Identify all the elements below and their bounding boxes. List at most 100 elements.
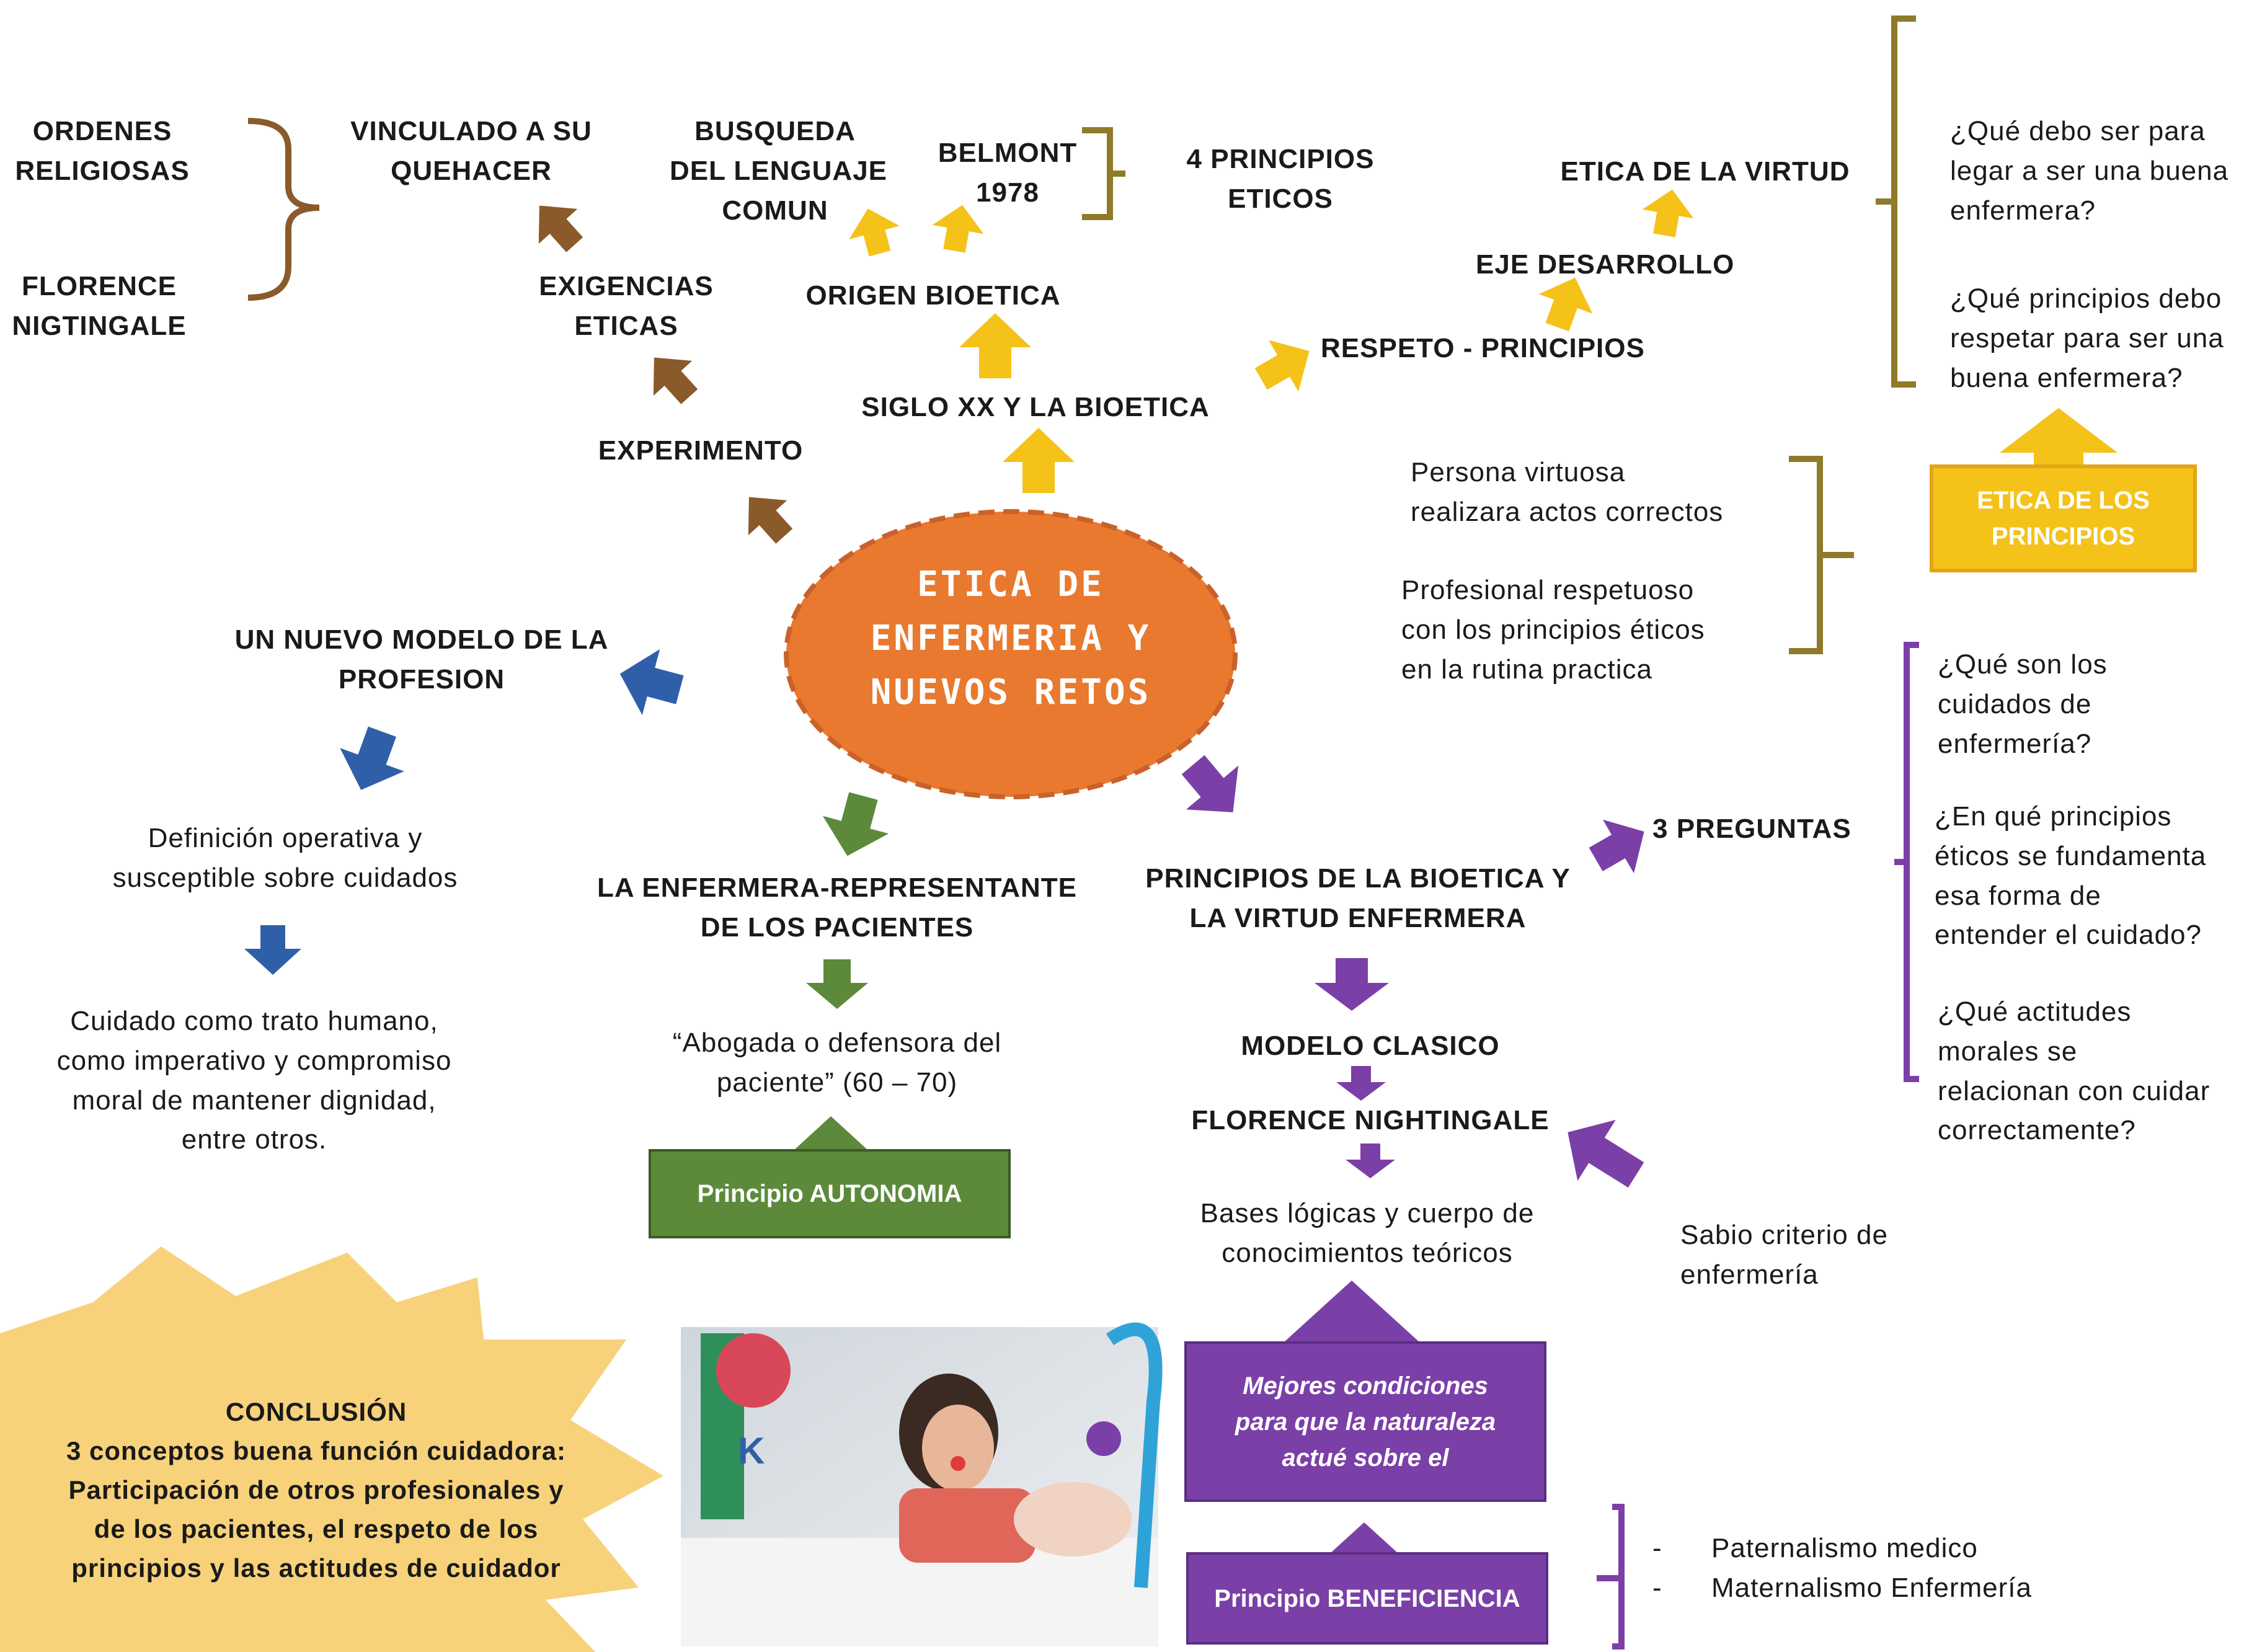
- text-line: ETICOS: [1228, 183, 1333, 214]
- text-line: VINCULADO A SU: [350, 116, 592, 146]
- etica-de-la-virtud: ETICA DE LA VIRTUD: [1550, 152, 1860, 192]
- text-line: “Abogada o defensora del: [672, 1028, 1002, 1058]
- text-line: ¿Qué actitudes: [1938, 997, 2132, 1027]
- text-line: QUEHACER: [391, 155, 552, 186]
- question-principios-respetar: ¿Qué principios debo respetar para ser u…: [1950, 279, 2235, 397]
- arrow-down-icon: [822, 792, 889, 856]
- bracket-belmont: [1082, 127, 1125, 220]
- etica-principios-box: [1930, 464, 2197, 572]
- list-item-text: Maternalismo Enfermería: [1711, 1572, 2032, 1603]
- persona-virtuosa: Persona virtuosa realizara actos correct…: [1411, 453, 1770, 532]
- origen-bioetica: ORIGEN BIOETICA: [800, 276, 1067, 316]
- florence-nightingale: FLORENCE NIGHTINGALE: [1178, 1101, 1563, 1140]
- autonomia-box: [649, 1149, 1011, 1238]
- arrow-up-left-icon: [538, 205, 583, 252]
- arrow-down-icon: [340, 726, 404, 790]
- cuatro-principios-eticos: 4 PRINCIPIOS ETICOS: [1166, 140, 1395, 219]
- text-line: morales se: [1938, 1036, 2078, 1067]
- text-line: DEL LENGUAJE: [670, 155, 888, 186]
- florence-nigtingale-top: FLORENCE NIGTINGALE: [6, 267, 192, 346]
- svg-text:K: K: [738, 1430, 765, 1472]
- purple-brackets: [1597, 642, 1919, 1650]
- text-line: 4 PRINCIPIOS: [1186, 144, 1375, 174]
- text-line: realizara actos correctos: [1411, 496, 1724, 527]
- conclusion-title: CONCLUSIÓN: [225, 1397, 407, 1426]
- text-line: PRINCIPIOS DE LA BIOETICA Y: [1145, 863, 1571, 894]
- question-actitudes-morales: ¿Qué actitudes morales se relacionan con…: [1938, 992, 2235, 1150]
- arrow-up-right-icon: [1254, 340, 1310, 392]
- text-line: conocimientos teóricos: [1222, 1237, 1513, 1268]
- text-line: BUSQUEDA: [694, 116, 856, 146]
- text-line: ¿Qué principios debo: [1950, 283, 2222, 314]
- text-line: de los pacientes, el respeto de los: [94, 1514, 539, 1543]
- question-ser-buena-enfermera: ¿Qué debo ser para legar a ser una buena…: [1950, 112, 2235, 230]
- beneficiencia-box: [1186, 1552, 1548, 1645]
- autonomia-arrow-icon: [794, 1116, 868, 1150]
- center-title-line: NUEVOS RETOS: [870, 672, 1151, 713]
- brace-orange: [247, 118, 320, 301]
- text-line: Principio BENEFICIENCIA: [1214, 1584, 1520, 1612]
- text-line: ETICA DE LA VIRTUD: [1560, 156, 1850, 187]
- siglo-xx-bioetica: SIGLO XX Y LA BIOETICA: [856, 388, 1215, 427]
- text-line: UN NUEVO MODELO DE LA: [234, 624, 609, 655]
- text-line: ¿En qué principios: [1935, 801, 2172, 832]
- arrow-up-icon: [1003, 428, 1075, 493]
- text-line: ¿Qué debo ser para: [1950, 116, 2206, 146]
- text-line: FLORENCE NIGHTINGALE: [1191, 1105, 1550, 1135]
- text-line: enfermería: [1680, 1259, 1819, 1290]
- text-line: como imperativo y compromiso: [56, 1045, 452, 1076]
- modelo-clasico: MODELO CLASICO: [1228, 1026, 1513, 1066]
- text-line: RESPETO - PRINCIPIOS: [1321, 333, 1645, 363]
- nuevo-modelo-profesion: UN NUEVO MODELO DE LA PROFESION: [223, 620, 620, 699]
- list-item: - Maternalismo Enfermería: [1652, 1568, 2087, 1608]
- center-title-line: ENFERMERIA Y: [870, 618, 1151, 659]
- sabio-criterio: Sabio criterio de enfermería: [1680, 1215, 1941, 1295]
- text-line: COMUN: [722, 195, 828, 226]
- arrow-down-icon: [1315, 958, 1389, 1011]
- text-line: paciente” (60 – 70): [716, 1067, 958, 1098]
- conclusion-text: CONCLUSIÓN 3 conceptos buena función cui…: [25, 1392, 608, 1588]
- text-line: buena enfermera?: [1950, 362, 2183, 393]
- profesional-respetuoso: Profesional respetuoso con los principio…: [1401, 571, 1773, 689]
- principios-bioetica-virtud: PRINCIPIOS DE LA BIOETICA Y LA VIRTUD EN…: [1135, 859, 1581, 938]
- text-line: BELMONT: [938, 138, 1078, 168]
- arrow-down-icon: [244, 925, 301, 975]
- text-line: PROFESION: [338, 664, 505, 695]
- text-line: Profesional respetuoso: [1401, 575, 1695, 605]
- bullet-dash: -: [1652, 1572, 1662, 1603]
- respeto-principios: RESPETO - PRINCIPIOS: [1321, 329, 1645, 368]
- arrow-down-right-icon: [1181, 755, 1239, 812]
- text-line: Principio AUTONOMIA: [697, 1180, 962, 1207]
- abogada-defensora: “Abogada o defensora del paciente” (60 –…: [632, 1023, 1042, 1103]
- blue-arrows: [244, 649, 684, 975]
- text-line: SIGLO XX Y LA BIOETICA: [861, 392, 1210, 422]
- text-line: 1978: [976, 177, 1039, 208]
- text-line: PRINCIPIOS: [1991, 523, 2135, 550]
- text-line: correctamente?: [1938, 1115, 2136, 1146]
- text-line: DE LOS PACIENTES: [700, 912, 974, 943]
- bracket-3-preguntas: [1894, 642, 1919, 1082]
- arrow-down-icon: [806, 959, 868, 1009]
- text-line: Definición operativa y: [148, 823, 423, 853]
- text-line: para que la naturaleza: [1235, 1408, 1496, 1436]
- text-line: Persona virtuosa: [1411, 457, 1626, 487]
- bracket-questions: [1876, 16, 1916, 388]
- brown-arrows: [538, 205, 793, 544]
- text-line: respetar para ser una: [1950, 322, 2224, 353]
- question-cuidados-enfermeria: ¿Qué son los cuidados de enfermería?: [1938, 645, 2229, 763]
- text-line: susceptible sobre cuidados: [112, 862, 458, 893]
- text-line: éticos se fundamenta: [1935, 840, 2207, 871]
- text-line: cuidados de: [1938, 688, 2092, 719]
- text-line: enfermera?: [1950, 195, 2096, 226]
- green-arrows: [806, 792, 889, 1009]
- arrow-up-icon: [2000, 408, 2118, 471]
- mejores-arrow-icon: [1284, 1281, 1420, 1343]
- definicion-operativa: Definición operativa y susceptible sobre…: [87, 819, 484, 898]
- tres-preguntas: 3 PREGUNTAS: [1652, 809, 1882, 849]
- text-line: principios y las actitudes de cuidador: [71, 1553, 561, 1583]
- yellow-arrows: [849, 189, 2118, 493]
- etica-de-los-principios: ETICA DE LOS PRINCIPIOS: [1931, 466, 2195, 571]
- vinculado-quehacer: VINCULADO A SU QUEHACER: [341, 112, 601, 191]
- arrow-up-left-icon: [748, 497, 793, 544]
